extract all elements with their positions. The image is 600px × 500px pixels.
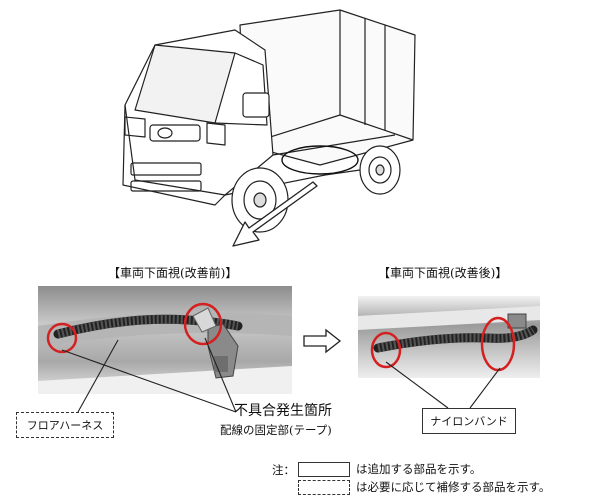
band-circle-left: [370, 331, 402, 369]
callout-arrow: [232, 181, 318, 247]
caption-before: 【車両下面視(改善前)】: [108, 266, 238, 280]
improvement-arrow: [303, 328, 342, 354]
before-photo: [38, 286, 292, 394]
wiring-fixing-label: 配線の固定部(テープ): [220, 423, 332, 437]
caption-after: 【車両下面視(改善後)】: [378, 266, 508, 280]
nylon-band-label: ナイロンバンド: [422, 408, 516, 434]
legend-prefix: 注：: [272, 463, 295, 477]
legend-added-parts: は追加する部品を示す。: [356, 462, 482, 476]
floor-harness-label: フロアハーネス: [16, 412, 114, 438]
defect-location-label: 不具合発生箇所: [234, 403, 332, 419]
defect-circle-right: [183, 302, 223, 346]
defect-circle-left: [46, 322, 78, 354]
legend-solid-box: [298, 462, 350, 477]
legend-repair-parts: は必要に応じて補修する部品を示す。: [356, 480, 551, 494]
legend-dashed-box: [298, 480, 350, 495]
